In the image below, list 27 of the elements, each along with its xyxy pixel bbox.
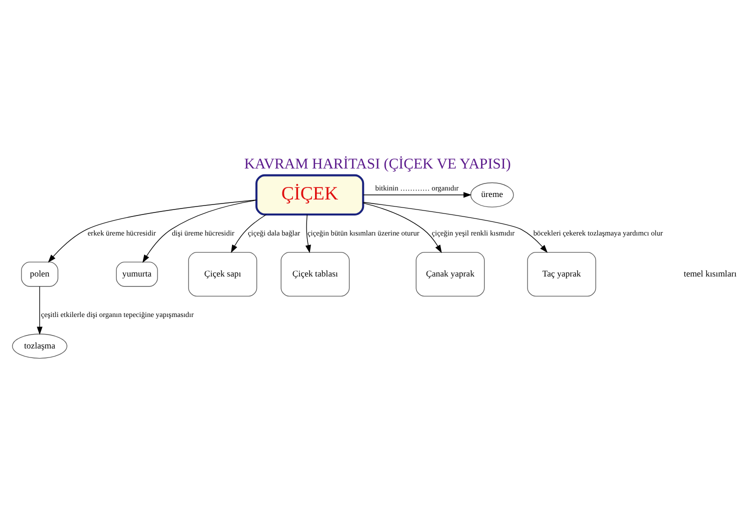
node-box: ÇİÇEK [255,174,364,215]
arrow [142,199,257,262]
arrow [362,192,472,198]
arrow [36,286,43,334]
arrow [362,202,442,253]
arrow [305,214,311,253]
node-box: Taç yaprak [527,251,596,296]
node-box: Çanak yaprak [416,251,485,296]
arrow [362,201,548,252]
edge-label: çeşitli etkilerle dişi organın tepeciğine yapışmasıdır [40,309,194,318]
edge-label: erkek üreme hücresidir [88,228,156,237]
node-box: polen [21,261,58,286]
node-box: Çiçek sapı [188,251,258,296]
edge-label: bitkinin ………… organıdır [375,183,459,192]
node-box: yumurta [116,261,158,286]
node-ellipse: üreme [470,182,514,207]
edge-label: böcekleri çekerek tozlaşmaya yardımcı olur [533,228,663,237]
node-box: Çiçek tablası [280,251,350,296]
edge-label: çiçeği dala bağlar [248,228,300,237]
node-ellipse: tozlaşma [12,333,68,358]
arrow [48,199,257,262]
edge-label: dişi üreme hücresidir [172,228,234,237]
edge-label: çiçeğin bütün kısımları üzerine oturur [308,228,420,237]
diagram-title: KAVRAM HARİTASI (ÇİÇEK VE YAPISI) [244,156,511,172]
edge-label: çiçeğin yeşil renkli kısmıdır [432,228,515,237]
label: temel kısımları [684,268,737,278]
arrow [230,214,267,252]
